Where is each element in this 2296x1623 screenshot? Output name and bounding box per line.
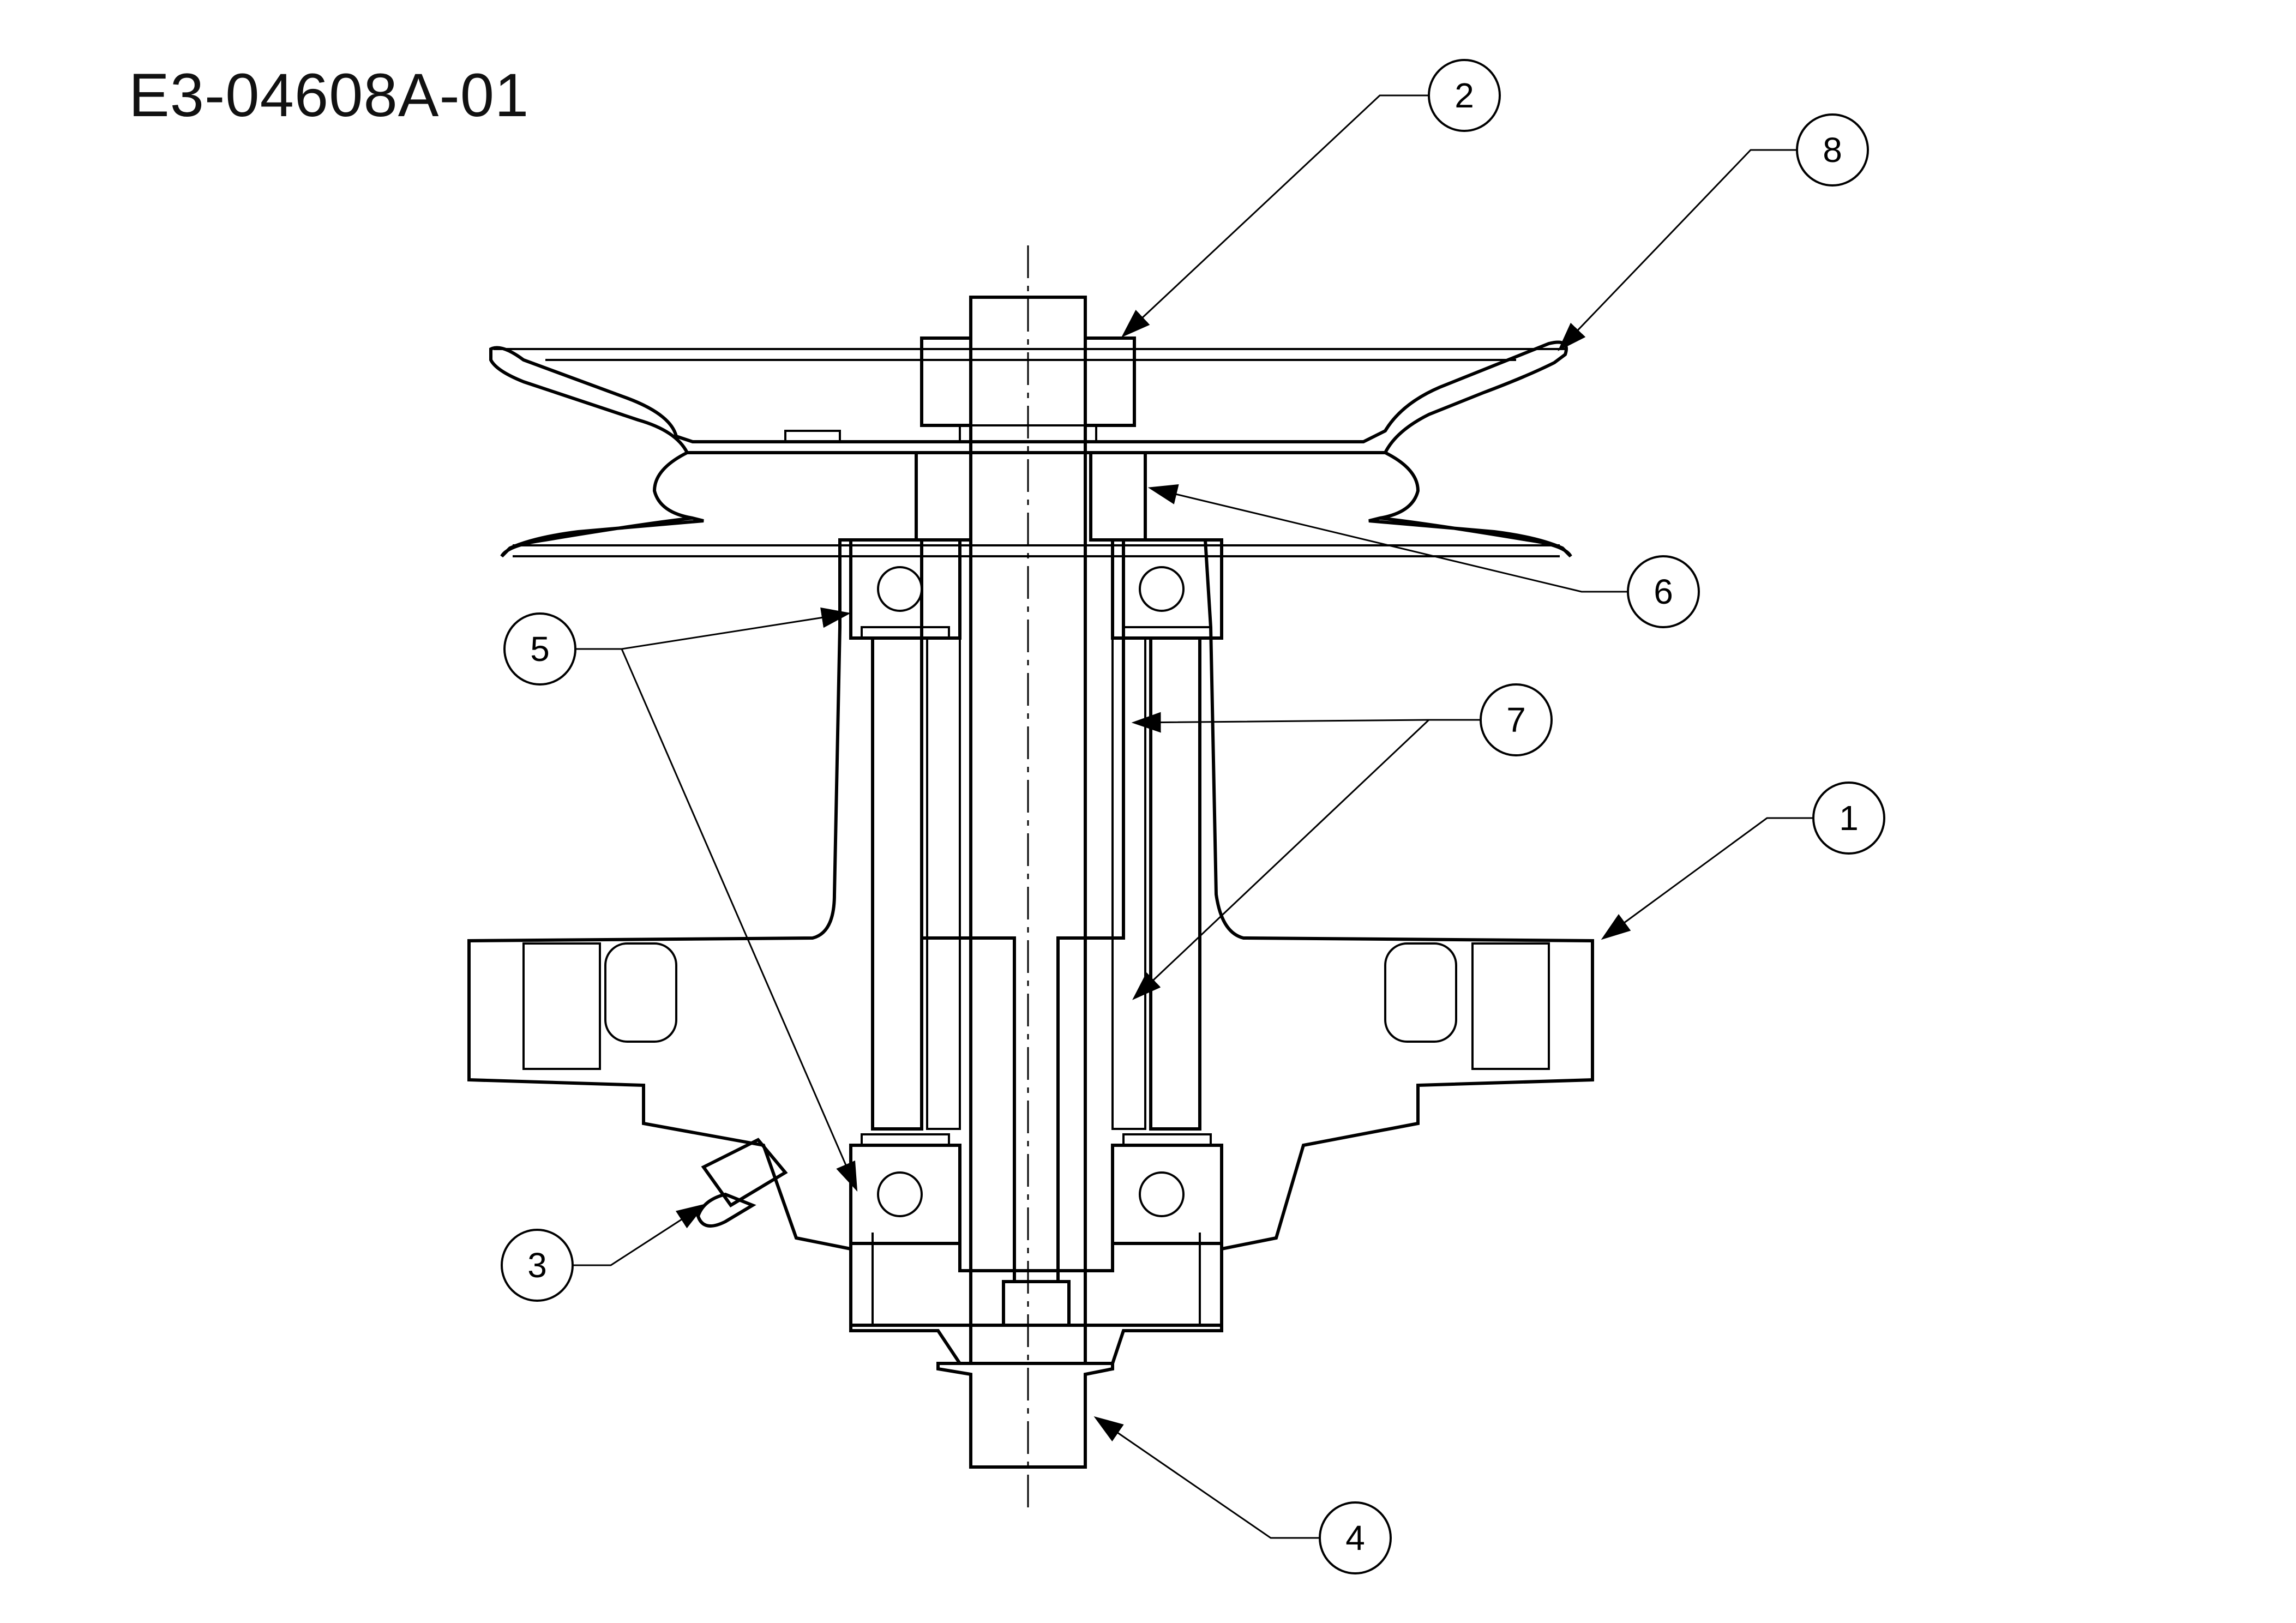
callout-2: 2 bbox=[1428, 59, 1501, 132]
callout-5-label: 5 bbox=[530, 629, 550, 669]
bearings bbox=[849, 538, 1223, 1245]
callout-3: 3 bbox=[501, 1229, 574, 1302]
callout-2-label: 2 bbox=[1454, 76, 1474, 115]
callout-4-label: 4 bbox=[1345, 1518, 1365, 1558]
leaders bbox=[562, 94, 1822, 1539]
callout-7: 7 bbox=[1480, 683, 1553, 756]
grease-fitting bbox=[696, 1138, 788, 1228]
callout-7-label: 7 bbox=[1506, 700, 1526, 740]
callout-6: 6 bbox=[1627, 555, 1700, 628]
callout-3-label: 3 bbox=[527, 1246, 547, 1285]
spacer bbox=[871, 636, 1201, 1131]
callout-4: 4 bbox=[1319, 1501, 1392, 1574]
pulley bbox=[489, 340, 1572, 558]
callout-1: 1 bbox=[1812, 782, 1885, 855]
callout-8: 8 bbox=[1796, 113, 1869, 187]
callout-1-label: 1 bbox=[1839, 798, 1859, 838]
drawing-title: E3-04608A-01 bbox=[129, 61, 530, 129]
spindle-housing bbox=[467, 538, 1594, 1327]
shaft bbox=[849, 245, 1223, 1511]
callout-5: 5 bbox=[503, 612, 576, 686]
callout-6-label: 6 bbox=[1654, 572, 1673, 611]
callout-8-label: 8 bbox=[1823, 130, 1842, 170]
